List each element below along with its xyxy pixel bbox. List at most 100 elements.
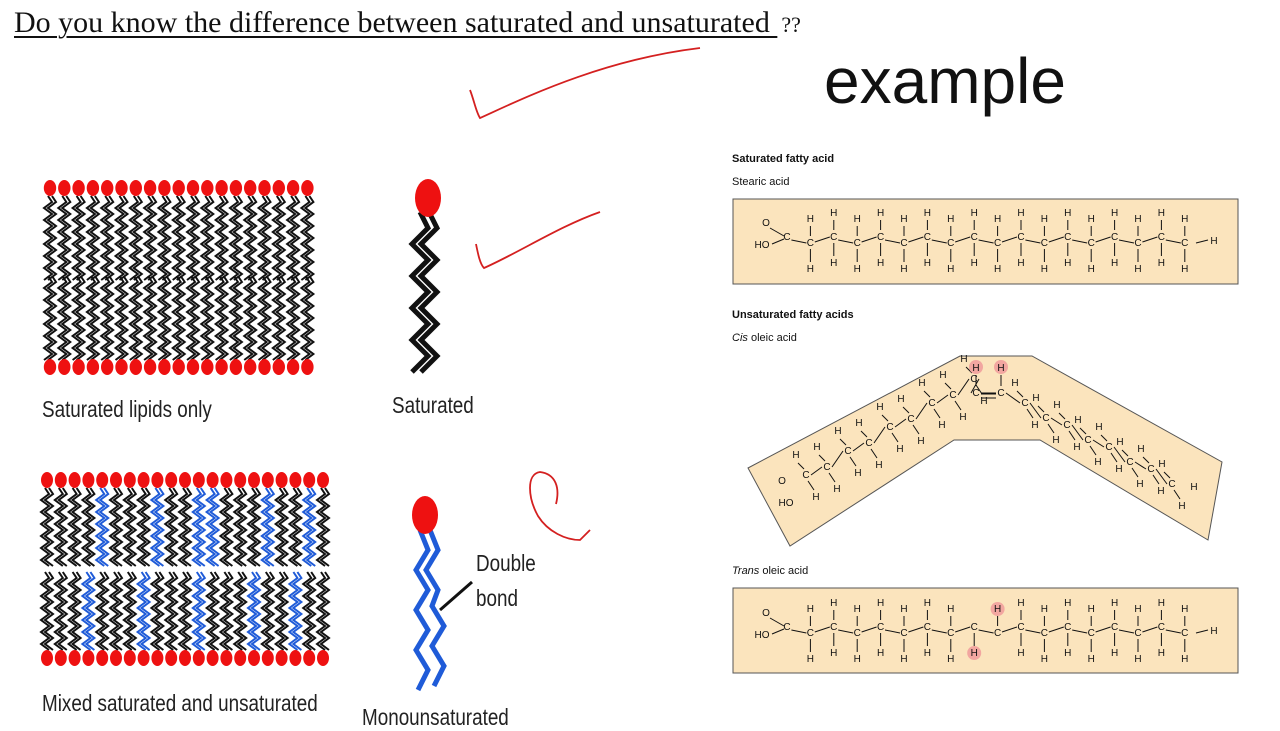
carbon-atom: C <box>877 622 884 633</box>
bond <box>965 366 973 374</box>
carbon-atom: C <box>807 238 814 249</box>
lipid-tail <box>299 195 312 281</box>
carbon-atom: C <box>1064 232 1071 243</box>
lipid-tail <box>117 195 130 281</box>
bond <box>894 418 907 428</box>
hydrogen-atom: H <box>1073 442 1080 453</box>
lipid-head <box>220 650 233 666</box>
hydroxyl-group: HO <box>755 630 770 641</box>
carbon-atom: C <box>997 388 1004 399</box>
lipid-tail <box>319 487 331 567</box>
lipid-tail <box>177 571 189 651</box>
carbon-atom: C <box>865 438 872 449</box>
lipid-tail <box>149 571 162 651</box>
lipid-tail <box>66 571 79 651</box>
hydrogen-atom: H <box>876 402 883 413</box>
carbon-atom: C <box>928 398 935 409</box>
hydrogen-atom: H <box>1041 214 1048 225</box>
lipid-tail <box>142 275 154 361</box>
bond <box>978 629 994 634</box>
bond <box>1001 626 1018 633</box>
lipid-tail <box>204 571 217 651</box>
lipid-tail <box>146 195 158 281</box>
lipid-tail <box>85 275 97 361</box>
lipid-head <box>68 472 81 488</box>
hydrogen-atom: H <box>947 214 954 225</box>
double-bond-label-1: Double <box>476 550 536 576</box>
carbon-atom: C <box>1158 232 1165 243</box>
lipid-tail <box>301 487 313 567</box>
lipid-head <box>215 180 228 196</box>
hydrogen-atom: H <box>807 604 814 615</box>
bond <box>1037 405 1045 413</box>
lipid-head <box>110 472 122 488</box>
mixed-lipids-label: Mixed saturated and unsaturated <box>42 690 318 716</box>
lipid-tail <box>56 195 68 281</box>
lipid-head <box>234 650 247 666</box>
lipid-tail <box>303 195 316 281</box>
lipid-tail <box>156 275 169 361</box>
carbon-atom: C <box>971 622 978 633</box>
saturated-tail-chain <box>417 210 441 374</box>
lipid-tail <box>260 195 273 281</box>
lipid-tail <box>70 487 83 567</box>
lipid-tail <box>139 487 152 567</box>
cis-oleic-structure: OHOCHHCHHCHHCHHCHHCHHCHHCHHCHHCHCHCHHCHH… <box>778 354 1198 512</box>
carbon-atom: C <box>1064 622 1071 633</box>
highlight-h <box>969 360 983 374</box>
lipid-head <box>286 359 300 375</box>
lipid-tail <box>260 275 273 361</box>
carbon-atom: C <box>1147 464 1154 475</box>
lipid-head <box>317 650 329 666</box>
hydrogen-atom: H <box>918 378 925 389</box>
hydrogen-atom: H <box>1158 459 1165 470</box>
hydrogen-atom: H <box>896 444 903 455</box>
lipid-tail <box>132 195 144 281</box>
hydrogen-atom: H <box>854 468 861 479</box>
lipid-tail <box>203 275 215 361</box>
hydrogen-atom: H <box>1011 378 1018 389</box>
lipid-tail <box>132 275 144 361</box>
carbon-atom: C <box>830 232 837 243</box>
bond <box>944 382 952 390</box>
carbon-atom: C <box>1181 628 1188 639</box>
hydrogen-atom: H <box>1041 604 1048 615</box>
lipid-tail <box>289 275 301 361</box>
hydrogen-atom: H <box>877 648 884 659</box>
lipid-head <box>54 472 67 488</box>
lipid-tail <box>80 571 93 651</box>
lipid-tail <box>57 487 69 567</box>
bond <box>860 430 868 438</box>
bond <box>1001 236 1018 243</box>
hydrogen-atom: H <box>807 264 814 275</box>
bond <box>931 239 947 244</box>
hydrogen-atom: H <box>1111 258 1118 269</box>
bond <box>912 424 920 435</box>
carbon-atom: C <box>1017 622 1024 633</box>
carbon-atom: C <box>970 374 977 385</box>
hydrogen-atom: H <box>1088 654 1095 665</box>
hydrogen-atom: H <box>947 264 954 275</box>
lipid-head <box>179 650 191 666</box>
lipid-head <box>179 472 191 488</box>
hydrogen-atom: H <box>924 208 931 219</box>
bond <box>831 450 844 468</box>
lipid-tail <box>128 195 140 281</box>
carbon-atom: C <box>854 238 861 249</box>
lipid-head <box>286 180 300 196</box>
bond <box>1048 236 1064 243</box>
lipid-tail <box>222 571 235 651</box>
lipid-tail <box>53 487 65 567</box>
bond <box>1005 392 1021 404</box>
bond <box>1029 402 1042 419</box>
lipid-tail <box>301 571 313 651</box>
bond <box>769 227 785 237</box>
lipid-head <box>115 359 128 375</box>
lipid-tail <box>264 571 276 651</box>
lipid-tail <box>232 195 244 281</box>
lipid-tail <box>135 487 148 567</box>
bond <box>771 628 785 635</box>
bond <box>931 629 947 634</box>
lipid-head <box>244 359 257 375</box>
oxygen-atom: O <box>778 476 786 487</box>
